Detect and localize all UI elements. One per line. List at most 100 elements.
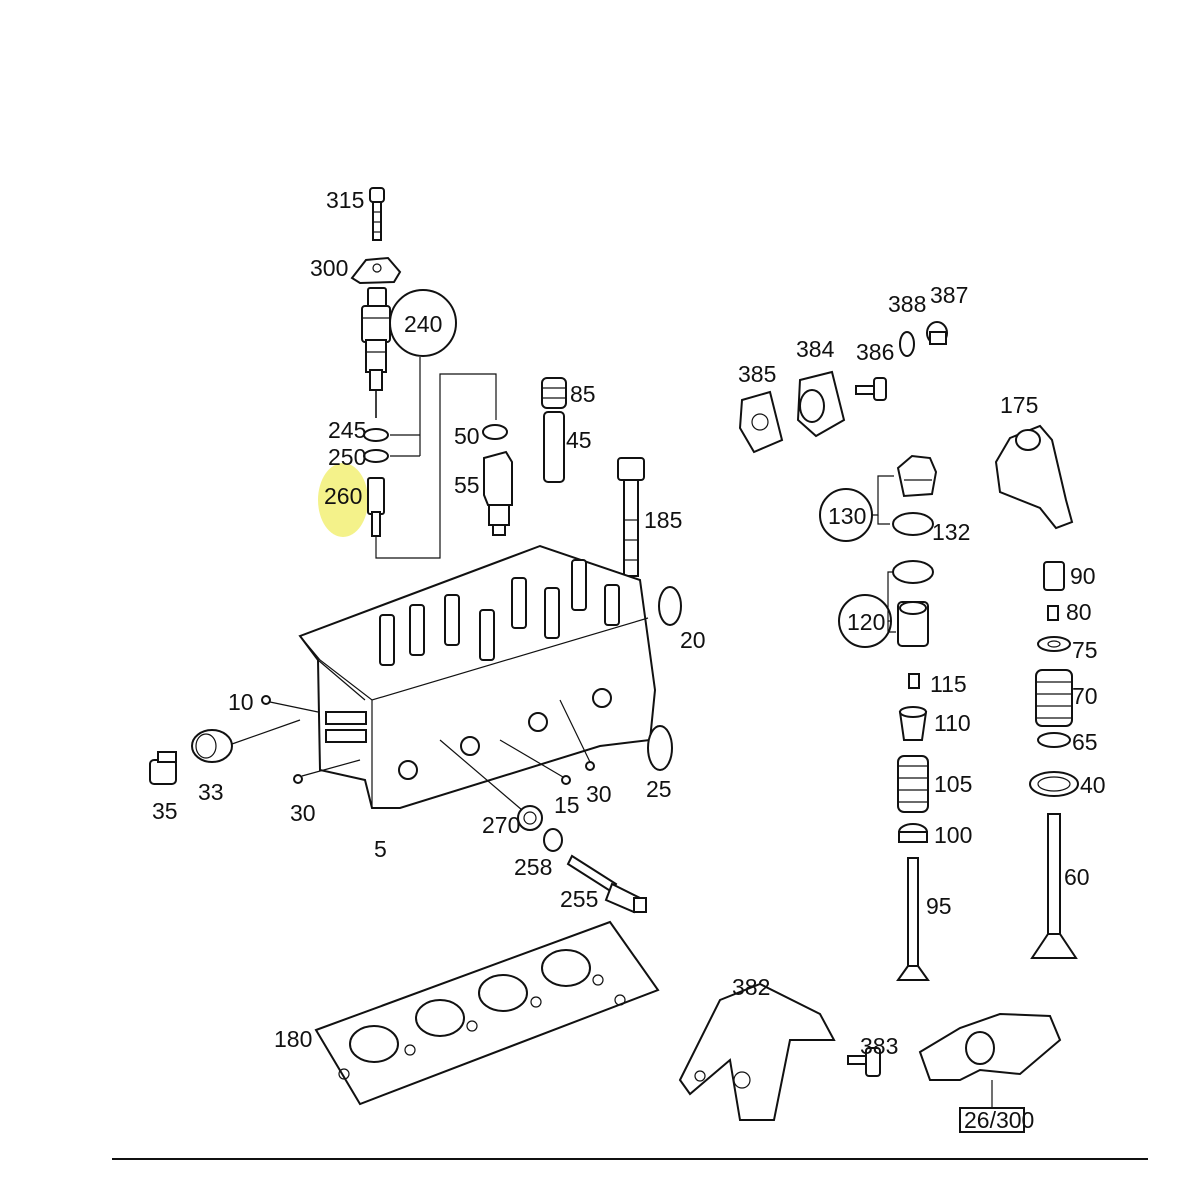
label-387: 387 <box>930 282 968 308</box>
seal-120a <box>892 560 934 584</box>
label-130: 130 <box>828 503 866 529</box>
label-45: 45 <box>566 427 592 453</box>
label-388: 388 <box>888 291 926 317</box>
retainer-110 <box>898 706 928 741</box>
plug-35 <box>149 751 177 785</box>
spring-70 <box>1035 669 1073 727</box>
cap-20 <box>658 586 682 626</box>
bracket-382 <box>678 982 836 1121</box>
label-105: 105 <box>934 771 972 797</box>
label-85: 85 <box>570 381 596 407</box>
label-383: 383 <box>860 1033 898 1059</box>
label-5: 5 <box>374 836 387 862</box>
label-35: 35 <box>152 798 178 824</box>
cap-130 <box>896 454 938 498</box>
label-10: 10 <box>228 689 254 715</box>
sleeve-260 <box>367 477 385 537</box>
label-110: 110 <box>934 710 971 736</box>
retainer-75 <box>1037 636 1071 652</box>
flange-384 <box>796 370 846 438</box>
seal-250 <box>363 449 389 463</box>
callout-circle-240 <box>389 289 457 357</box>
label-175: 175 <box>1000 392 1038 418</box>
label-95: 95 <box>926 893 952 919</box>
cap-25 <box>647 725 673 771</box>
valve-guide-45 <box>543 411 565 483</box>
label-260: 260 <box>324 483 362 509</box>
plug-30-right <box>585 761 595 771</box>
label-245: 245 <box>328 417 366 443</box>
clamp-300 <box>350 256 402 285</box>
seal-245 <box>363 428 389 442</box>
valve-seal-85 <box>541 377 567 409</box>
label-100: 100 <box>934 822 972 848</box>
label-240: 240 <box>404 311 442 337</box>
valve-95 <box>896 857 930 981</box>
gasket-385 <box>738 390 784 454</box>
label-60: 60 <box>1064 864 1090 890</box>
label-270: 270 <box>482 812 520 838</box>
label-258: 258 <box>514 854 552 880</box>
seat-65 <box>1037 732 1071 748</box>
label-382: 382 <box>732 974 770 1000</box>
spring-105 <box>897 755 929 813</box>
sensor-255 <box>566 854 647 914</box>
seal-120b <box>897 601 929 647</box>
valve-60 <box>1030 813 1078 959</box>
label-75: 75 <box>1072 637 1098 663</box>
label-300: 300 <box>310 255 348 281</box>
label-50: 50 <box>454 423 480 449</box>
label-255: 255 <box>560 886 598 912</box>
bolt-315 <box>369 187 385 241</box>
label-132: 132 <box>932 519 970 545</box>
label-70: 70 <box>1072 683 1098 709</box>
label-185: 185 <box>644 507 682 533</box>
label-90: 90 <box>1070 563 1096 589</box>
seal-132 <box>892 512 934 536</box>
plug-10 <box>261 695 271 705</box>
label-384: 384 <box>796 336 835 362</box>
injector-240 <box>361 287 391 418</box>
washer-258 <box>543 828 563 852</box>
label-20: 20 <box>680 627 706 653</box>
bolt-383 <box>847 1047 881 1077</box>
keeper-80 <box>1047 605 1059 621</box>
rocker-arm-175 <box>994 424 1074 530</box>
label-250: 250 <box>328 444 366 470</box>
label-180: 180 <box>274 1026 312 1052</box>
keeper-90 <box>1043 561 1065 591</box>
label-30-left: 30 <box>290 800 316 826</box>
label-40: 40 <box>1080 772 1106 798</box>
label-385: 385 <box>738 361 776 387</box>
label-30-right: 30 <box>586 781 612 807</box>
label-25: 25 <box>646 776 672 802</box>
label-65: 65 <box>1072 729 1098 755</box>
keeper-115 <box>908 673 920 689</box>
label-box-26-300 <box>959 1107 1025 1133</box>
label-315: 315 <box>326 187 364 213</box>
cap-33 <box>191 729 233 763</box>
label-55: 55 <box>454 472 480 498</box>
plug-270 <box>517 805 543 831</box>
head-gasket-180 <box>314 920 660 1106</box>
seal-50 <box>482 424 508 440</box>
plug-30-left <box>293 774 303 784</box>
label-386: 386 <box>856 339 894 365</box>
cylinder-head-5 <box>298 544 657 809</box>
plug-15 <box>561 775 571 785</box>
glow-plug-55 <box>483 450 513 536</box>
label-120: 120 <box>847 609 885 635</box>
label-80: 80 <box>1066 599 1092 625</box>
assembly-26-300 <box>918 1012 1062 1081</box>
plug-387 <box>926 321 948 345</box>
washer-388 <box>899 331 915 357</box>
bolt-185 <box>617 457 645 577</box>
label-115: 115 <box>930 671 967 697</box>
ring-40 <box>1029 771 1079 797</box>
seat-100 <box>898 823 928 843</box>
label-26-300: 26/300 <box>964 1107 1034 1133</box>
label-33: 33 <box>198 779 224 805</box>
highlight-marker <box>318 463 368 537</box>
label-15: 15 <box>554 792 580 818</box>
